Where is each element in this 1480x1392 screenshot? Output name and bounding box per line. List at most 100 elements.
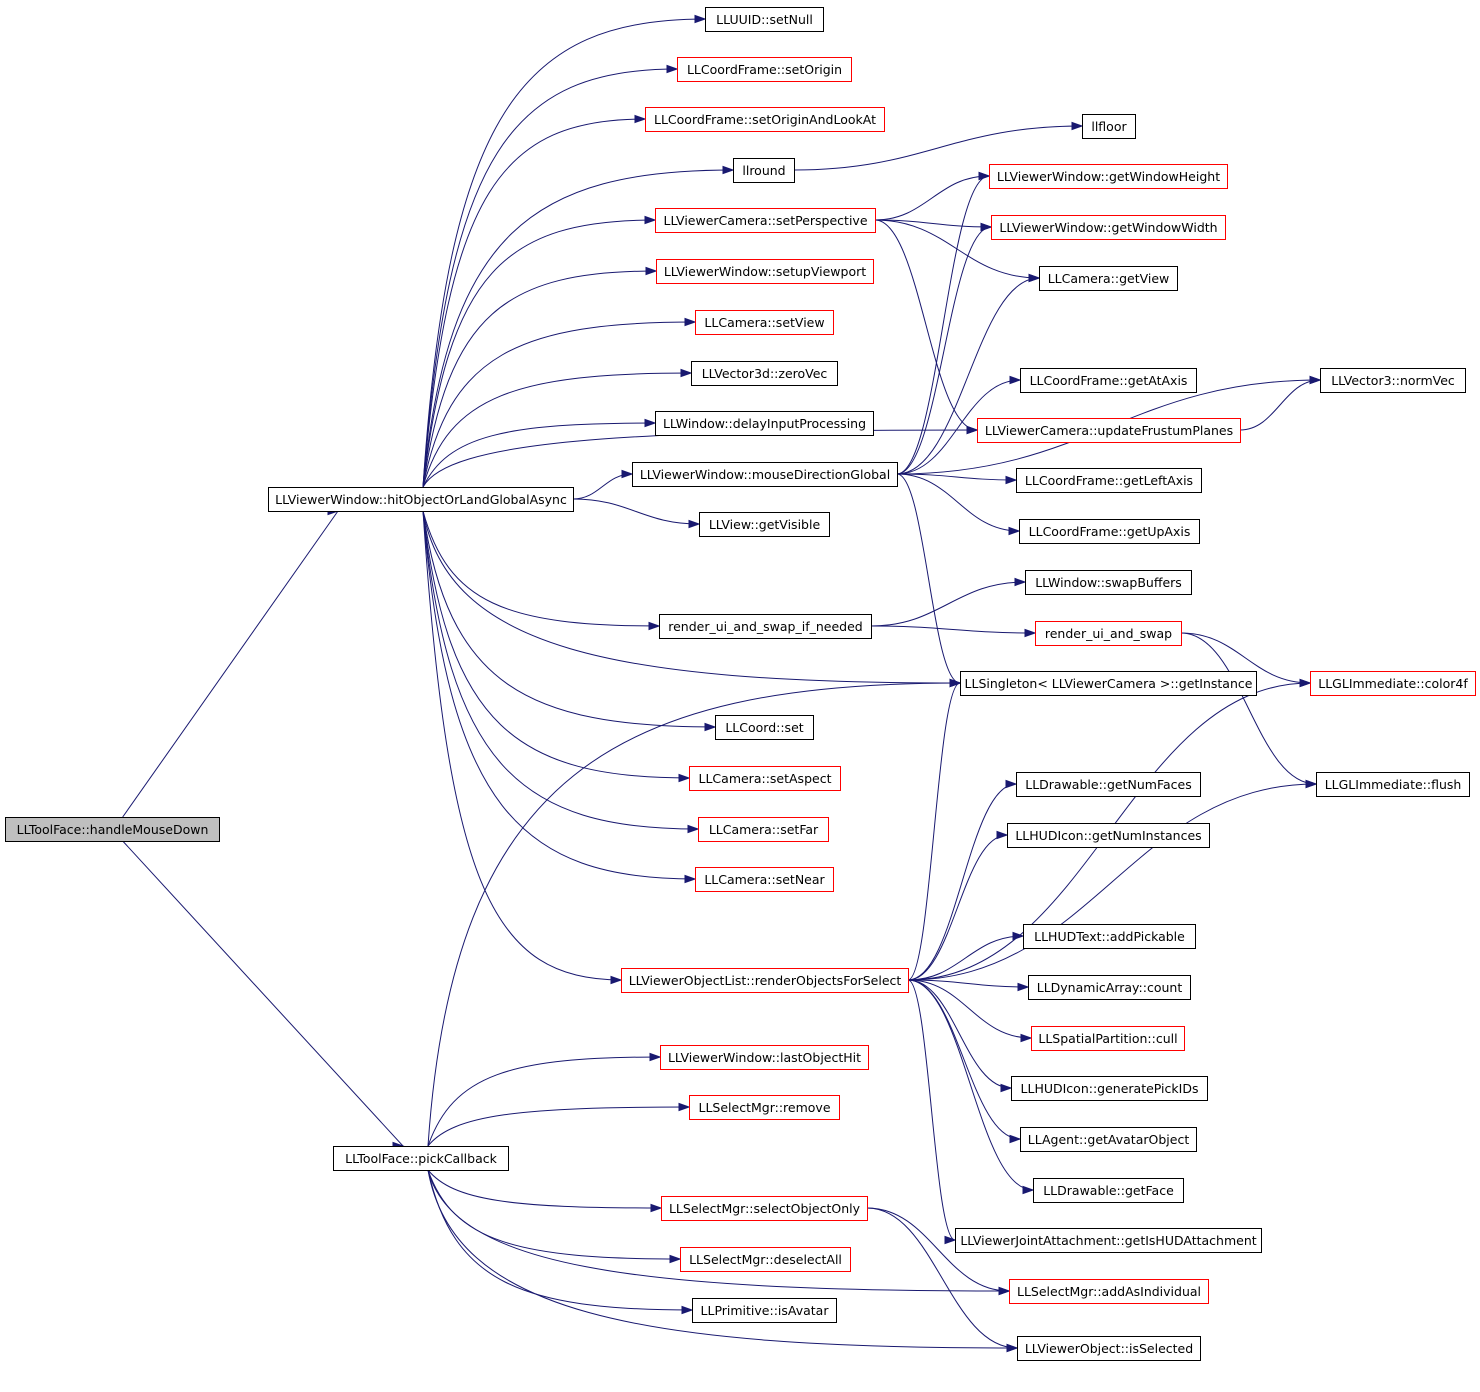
node-label: LLViewerWindow::hitObjectOrLandGlobalAsy… xyxy=(275,492,567,507)
node-last-object-hit[interactable]: LLViewerWindow::lastObjectHit xyxy=(660,1045,869,1070)
node-deselect-all[interactable]: LLSelectMgr::deselectAll xyxy=(680,1247,851,1272)
node-mouse-direction-global[interactable]: LLViewerWindow::mouseDirectionGlobal xyxy=(632,462,898,487)
call-edge-mouse-direction-global-to-get-window-width xyxy=(896,222,993,475)
node-update-frustum-planes[interactable]: LLViewerCamera::updateFrustumPlanes xyxy=(977,418,1241,443)
node-box xyxy=(1028,975,1191,1000)
node-render-ui-and-swap[interactable]: render_ui_and_swap xyxy=(1035,621,1182,646)
node-box xyxy=(656,259,874,284)
call-edge-hit-object-or-land-global-async-to-mouse-direction-global xyxy=(572,469,634,500)
node-llround[interactable]: llround xyxy=(733,158,795,183)
node-label: LLSingleton< LLViewerCamera >::getInstan… xyxy=(965,676,1253,691)
node-label: LLHUDIcon::generatePickIDs xyxy=(1021,1081,1199,1096)
node-label: LLView::getVisible xyxy=(709,517,821,532)
node-box xyxy=(677,57,852,82)
node-label: LLDynamicArray::count xyxy=(1037,980,1183,995)
call-edge-update-frustum-planes-to-norm-vec xyxy=(1239,375,1322,431)
call-edge-hit-object-or-land-global-async-to-setup-viewport xyxy=(422,266,658,488)
node-box xyxy=(1082,114,1136,139)
node-remove[interactable]: LLSelectMgr::remove xyxy=(689,1095,840,1120)
node-setup-viewport[interactable]: LLViewerWindow::setupViewport xyxy=(656,259,874,284)
node-label: LLDrawable::getFace xyxy=(1043,1183,1174,1198)
node-label: LLCoordFrame::getAtAxis xyxy=(1030,373,1188,388)
call-edge-hit-object-or-land-global-async-to-set-null xyxy=(422,14,707,488)
node-add-as-individual[interactable]: LLSelectMgr::addAsIndividual xyxy=(1009,1279,1209,1304)
node-get-avatar-object[interactable]: LLAgent::getAvatarObject xyxy=(1020,1127,1197,1152)
node-pick-callback[interactable]: LLToolFace::pickCallback xyxy=(333,1146,509,1171)
node-get-window-width[interactable]: LLViewerWindow::getWindowWidth xyxy=(991,215,1226,240)
call-edge-hit-object-or-land-global-async-to-set-aspect xyxy=(422,510,691,783)
call-edge-hit-object-or-land-global-async-to-get-instance xyxy=(422,510,962,688)
node-hit-object-or-land-global-async[interactable]: LLViewerWindow::hitObjectOrLandGlobalAsy… xyxy=(268,487,574,512)
node-flush[interactable]: LLGLImmediate::flush xyxy=(1316,772,1470,797)
node-label: LLUUID::setNull xyxy=(716,12,813,27)
node-box xyxy=(655,208,876,233)
node-label: LLSelectMgr::addAsIndividual xyxy=(1017,1284,1201,1299)
node-render-objects-for-select[interactable]: LLViewerObjectList::renderObjectsForSele… xyxy=(621,968,909,993)
node-label: LLViewerObjectList::renderObjectsForSele… xyxy=(629,973,902,988)
node-is-selected[interactable]: LLViewerObject::isSelected xyxy=(1017,1336,1201,1361)
call-edge-hit-object-or-land-global-async-to-set-near xyxy=(422,510,697,884)
node-label: LLWindow::delayInputProcessing xyxy=(663,416,866,431)
node-set-origin[interactable]: LLCoordFrame::setOrigin xyxy=(677,57,852,82)
node-set-far[interactable]: LLCamera::setFar xyxy=(698,817,829,842)
node-get-instance[interactable]: LLSingleton< LLViewerCamera >::getInstan… xyxy=(960,671,1257,696)
node-set-perspective[interactable]: LLViewerCamera::setPerspective xyxy=(655,208,876,233)
node-get-visible[interactable]: LLView::getVisible xyxy=(699,512,830,537)
node-get-up-axis[interactable]: LLCoordFrame::getUpAxis xyxy=(1019,519,1200,544)
node-box xyxy=(1035,621,1182,646)
node-get-at-axis[interactable]: LLCoordFrame::getAtAxis xyxy=(1020,368,1197,393)
node-get-left-axis[interactable]: LLCoordFrame::getLeftAxis xyxy=(1016,468,1202,493)
node-swap-buffers[interactable]: LLWindow::swapBuffers xyxy=(1025,570,1192,595)
node-label: LLCamera::getView xyxy=(1048,271,1170,286)
node-select-object-only[interactable]: LLSelectMgr::selectObjectOnly xyxy=(661,1196,868,1221)
node-count[interactable]: LLDynamicArray::count xyxy=(1028,975,1191,1000)
node-box xyxy=(977,418,1241,443)
node-box xyxy=(989,164,1228,189)
node-norm-vec[interactable]: LLVector3::normVec xyxy=(1320,368,1466,393)
node-is-avatar[interactable]: LLPrimitive::isAvatar xyxy=(692,1298,837,1323)
node-get-num-instances[interactable]: LLHUDIcon::getNumInstances xyxy=(1007,823,1210,848)
node-get-window-height[interactable]: LLViewerWindow::getWindowHeight xyxy=(989,164,1228,189)
node-box xyxy=(733,158,795,183)
call-edge-set-perspective-to-update-frustum-planes xyxy=(874,219,979,435)
node-get-face[interactable]: LLDrawable::getFace xyxy=(1033,1178,1184,1203)
node-box xyxy=(268,487,574,512)
call-edge-render-objects-for-select-to-get-is-hudattachment xyxy=(907,979,957,1245)
node-get-is-hudattachment[interactable]: LLViewerJointAttachment::getIsHUDAttachm… xyxy=(955,1228,1262,1253)
call-edge-pick-callback-to-deselect-all xyxy=(427,1169,682,1264)
node-box xyxy=(333,1146,509,1171)
node-label: LLToolFace::handleMouseDown xyxy=(17,822,209,837)
node-box xyxy=(960,671,1257,696)
call-edge-render-objects-for-select-to-get-face xyxy=(907,979,1035,1195)
node-label: LLSelectMgr::remove xyxy=(698,1100,830,1115)
call-edge-render-objects-for-select-to-get-num-faces xyxy=(907,779,1018,981)
node-label: LLGLImmediate::color4f xyxy=(1318,676,1468,691)
node-get-num-faces[interactable]: LLDrawable::getNumFaces xyxy=(1016,772,1201,797)
node-set-view[interactable]: LLCamera::setView xyxy=(695,310,834,335)
node-get-view[interactable]: LLCamera::getView xyxy=(1039,266,1178,291)
node-label: LLHUDText::addPickable xyxy=(1034,929,1185,944)
node-set-origin-and-look-at[interactable]: LLCoordFrame::setOriginAndLookAt xyxy=(645,107,885,132)
node-zero-vec[interactable]: LLVector3d::zeroVec xyxy=(691,361,838,386)
node-label: LLCoordFrame::getLeftAxis xyxy=(1025,473,1193,488)
node-label: LLVector3::normVec xyxy=(1331,373,1455,388)
node-coord-set[interactable]: LLCoord::set xyxy=(715,715,814,740)
node-generate-pick-ids[interactable]: LLHUDIcon::generatePickIDs xyxy=(1011,1076,1208,1101)
node-delay-input-processing[interactable]: LLWindow::delayInputProcessing xyxy=(655,411,874,436)
function-nodes: LLToolFace::handleMouseDownLLViewerWindo… xyxy=(5,7,1476,1361)
call-edge-hit-object-or-land-global-async-to-get-visible xyxy=(572,498,701,529)
node-llfloor[interactable]: llfloor xyxy=(1082,114,1136,139)
node-box xyxy=(645,107,885,132)
call-edge-render-objects-for-select-to-count xyxy=(907,979,1030,992)
node-set-aspect[interactable]: LLCamera::setAspect xyxy=(689,766,841,791)
call-edge-mouse-direction-global-to-get-left-axis xyxy=(896,473,1018,485)
node-add-pickable[interactable]: LLHUDText::addPickable xyxy=(1023,924,1196,949)
node-box xyxy=(1025,570,1192,595)
node-set-null[interactable]: LLUUID::setNull xyxy=(705,7,824,32)
node-render-ui-and-swap-if-needed[interactable]: render_ui_and_swap_if_needed xyxy=(659,614,872,639)
node-label: LLWindow::swapBuffers xyxy=(1035,575,1182,590)
node-box xyxy=(695,867,834,892)
node-cull[interactable]: LLSpatialPartition::cull xyxy=(1031,1026,1185,1051)
node-color4f[interactable]: LLGLImmediate::color4f xyxy=(1310,671,1476,696)
node-set-near[interactable]: LLCamera::setNear xyxy=(695,867,834,892)
